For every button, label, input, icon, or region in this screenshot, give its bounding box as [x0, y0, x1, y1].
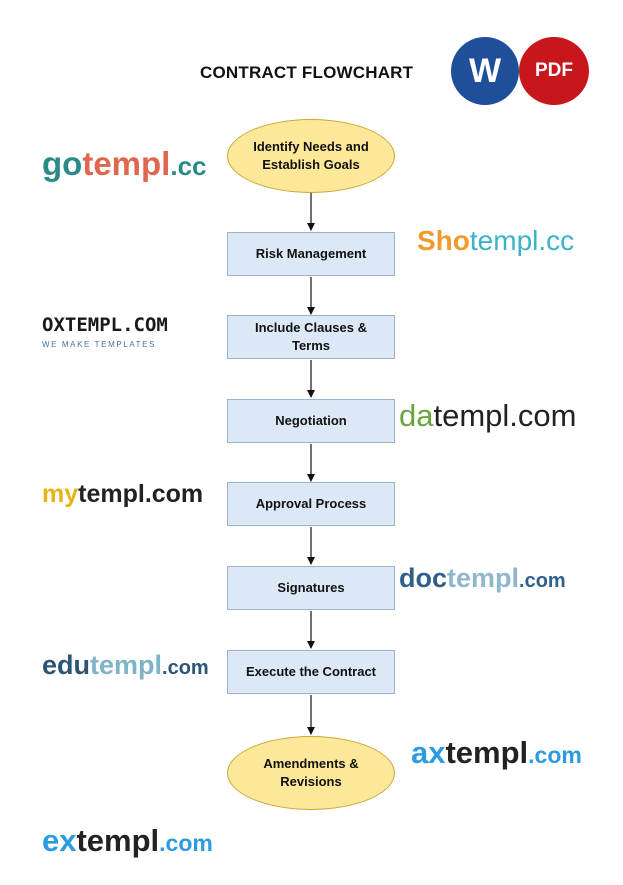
watermark-text: templ.com: [78, 480, 204, 508]
pdf-badge-label: PDF: [535, 60, 573, 81]
page-title: CONTRACT FLOWCHART: [200, 63, 414, 82]
word-icon[interactable]: W: [451, 37, 519, 105]
watermark-text: templ: [76, 823, 160, 858]
flow-node-label: Approval Process: [255, 496, 367, 511]
watermark-text: OXTEMPL.COM: [42, 314, 168, 336]
watermark-text: .com: [162, 657, 209, 679]
watermark-shotempl: Shotempl.cc: [417, 227, 574, 255]
flow-node-label: Include Clauses & Terms: [255, 320, 367, 353]
watermark-text: ex: [42, 823, 77, 858]
watermark-text: templ: [82, 145, 171, 182]
flow-node-label: Amendments & Revisions: [263, 756, 359, 789]
flow-node-amendments: Amendments & Revisions: [227, 736, 395, 810]
word-badge-label: W: [468, 51, 502, 90]
watermark-mytempl: mytempl.com: [42, 482, 203, 507]
flow-node-negotiation: Negotiation: [227, 399, 395, 443]
flow-node-risk-management: Risk Management: [227, 232, 395, 276]
flow-node-label: Execute the Contract: [245, 664, 377, 679]
watermark-oxtempl-tagline: WE MAKE TEMPLATES: [42, 340, 157, 349]
flow-node-label: Identify Needs and Establish Goals: [253, 139, 369, 172]
watermark-text: edu: [42, 650, 91, 680]
watermark-text: templ: [469, 225, 539, 256]
watermark-text: templ: [445, 735, 529, 770]
flow-node-signatures: Signatures: [227, 566, 395, 610]
watermark-text: .com: [519, 570, 566, 592]
flow-node-label: Negotiation: [275, 413, 347, 428]
watermark-extempl: extempl.com: [42, 825, 213, 856]
flow-node-label: Risk Management: [255, 246, 367, 261]
watermark-text: my: [42, 480, 79, 508]
watermark-text: go: [42, 145, 83, 182]
flow-node-include-clauses: Include Clauses & Terms: [227, 315, 395, 359]
watermark-oxtempl: OXTEMPL.COM: [42, 316, 168, 335]
watermark-gotempl: gotempl.cc: [42, 147, 207, 180]
watermark-text: .cc: [170, 151, 207, 181]
watermark-text: da: [399, 398, 434, 433]
watermark-text: templ: [90, 650, 163, 680]
flow-node-identify-needs: Identify Needs and Establish Goals: [227, 119, 395, 193]
watermark-doctempl: doctempl.com: [399, 565, 566, 592]
flow-node-execute-contract: Execute the Contract: [227, 650, 395, 694]
watermark-datempl: datempl.com: [399, 400, 576, 431]
watermark-text: .com: [159, 830, 213, 856]
watermark-edutempl: edutempl.com: [42, 652, 209, 679]
pdf-icon[interactable]: PDF: [519, 37, 589, 105]
watermark-axtempl: axtempl.com: [411, 737, 582, 768]
flow-node-label: Signatures: [277, 580, 345, 595]
flow-node-approval-process: Approval Process: [227, 482, 395, 526]
watermark-text: ax: [411, 735, 446, 770]
watermark-text: templ: [447, 563, 520, 593]
watermark-text: .cc: [538, 225, 575, 256]
watermark-text: Sho: [417, 225, 470, 256]
watermark-text: templ.com: [433, 398, 577, 433]
watermark-text: .com: [528, 742, 582, 768]
watermark-text: doc: [399, 563, 448, 593]
